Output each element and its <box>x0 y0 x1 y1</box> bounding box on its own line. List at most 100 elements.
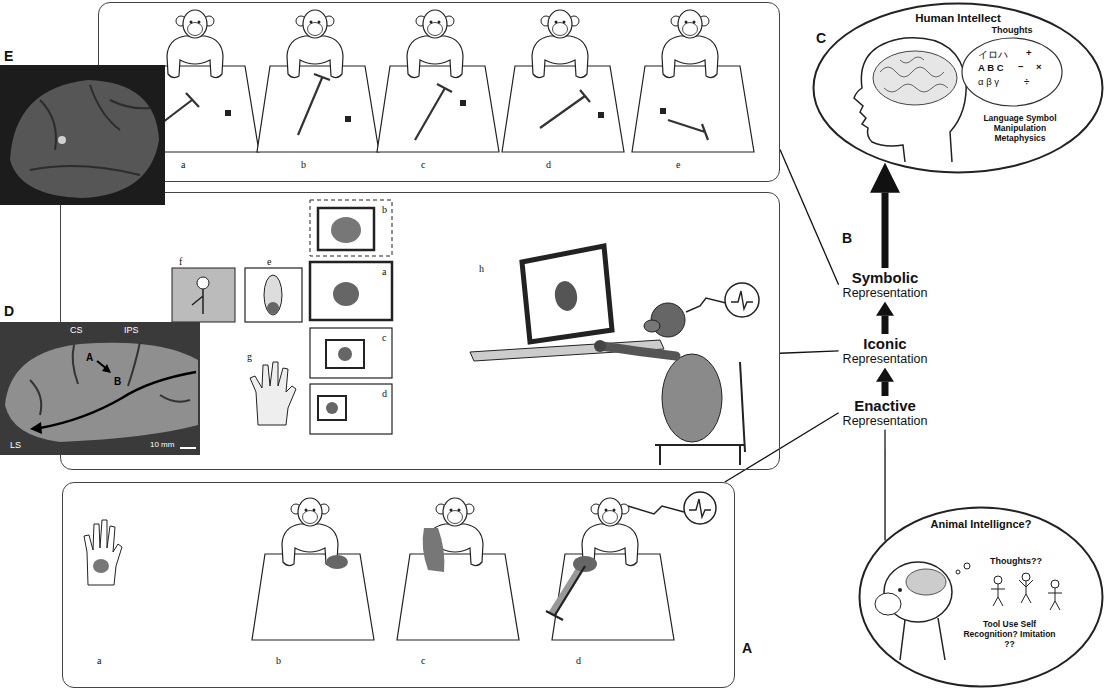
hand-image <box>333 282 359 306</box>
panel-letter: C <box>816 30 826 46</box>
panel-letter: b <box>301 159 306 171</box>
hand-image <box>331 217 361 243</box>
stick-figure <box>994 576 1002 584</box>
stick-figure <box>1051 580 1059 588</box>
level-text: Enactive <box>843 397 928 414</box>
monkey-figure <box>552 498 674 640</box>
thought-text: Thoughts?? <box>990 556 1042 566</box>
thought-cloud <box>962 38 1062 106</box>
video-frame <box>318 208 374 250</box>
electrode-icon <box>684 492 716 524</box>
intellect-ellipse: Human IntellectThoughtsイロハ+A B C−×α β γ÷… <box>812 2 1104 174</box>
panel-letter: D <box>4 303 14 319</box>
glove-symbol <box>250 362 296 425</box>
brain-sketch <box>873 51 957 105</box>
recording-wire <box>686 298 726 312</box>
level-text: Iconic <box>843 335 928 352</box>
monkey-arm <box>602 346 676 356</box>
monkey-body <box>662 354 722 442</box>
thought-text: Human Intellect <box>915 12 1001 25</box>
video-monitor <box>522 246 612 342</box>
monkey-figure <box>252 498 374 640</box>
panel-letter: h <box>479 263 484 275</box>
thought-text: + <box>1026 48 1032 59</box>
video-frame <box>310 328 392 378</box>
connector-line <box>884 430 885 541</box>
video-frame <box>326 340 364 368</box>
connector-line <box>725 413 839 482</box>
monkey-figure <box>397 498 519 640</box>
connector-line <box>780 150 839 285</box>
panel-letter: c <box>421 159 425 171</box>
thought-text: イロハ <box>978 50 1008 61</box>
brain-sketch <box>906 569 946 595</box>
receptive-field <box>552 566 582 614</box>
monkey-figure <box>257 10 379 152</box>
receptive-field <box>326 555 348 569</box>
level-text: Representation <box>843 414 928 428</box>
brain-sulcus <box>30 85 150 175</box>
panel-letter: a <box>181 159 185 171</box>
electrode-icon <box>725 283 759 317</box>
thought-text: ÷ <box>1024 77 1029 88</box>
brain-photo <box>0 322 200 455</box>
rake-tool <box>298 74 330 135</box>
panel-letter: E <box>4 48 13 64</box>
panel-box: abcd <box>62 482 735 688</box>
pathway-arrow <box>30 422 42 434</box>
monkey-head <box>651 303 685 337</box>
connector-line <box>780 351 839 353</box>
stick-figure <box>1048 588 1062 610</box>
video-frame <box>318 396 346 420</box>
scale-bar <box>180 447 196 449</box>
pathway-arrow <box>40 372 196 428</box>
level-text: Symbolic <box>843 269 928 286</box>
figure-head <box>197 277 209 289</box>
panel-letter: d <box>382 388 387 400</box>
monkey-figure <box>632 10 754 152</box>
receptive-field <box>573 556 597 572</box>
hand-image <box>338 347 352 361</box>
arm-image <box>264 275 282 315</box>
monkey-snout <box>875 593 901 615</box>
monkey-figure <box>377 10 499 152</box>
level-label: EnactiveRepresentation <box>839 396 932 430</box>
thought-text: A B C <box>978 63 1004 74</box>
panel-letter: e <box>676 159 680 171</box>
brain-photo <box>0 65 165 205</box>
panel-letter: c <box>421 655 425 667</box>
activation-spot <box>58 136 66 144</box>
ellipse-outline <box>812 2 1104 174</box>
video-frame <box>310 200 392 256</box>
thought-text: × <box>1036 62 1042 73</box>
food-item <box>460 100 466 106</box>
stick-figure <box>1022 573 1030 581</box>
monkey-face <box>644 320 660 332</box>
pointer-arrow <box>102 364 111 373</box>
recording-wire <box>628 506 684 514</box>
rake-tool <box>540 90 590 128</box>
food-item <box>660 108 666 114</box>
thought-dot <box>964 563 970 569</box>
panel-letter: B <box>842 230 852 246</box>
panel-letter: A <box>742 640 752 656</box>
stick-figure <box>991 584 1005 606</box>
panel-box: a b c d e <box>98 2 780 182</box>
panel-letter: b <box>382 204 387 216</box>
panel-letter: d <box>546 159 551 171</box>
panel-letter: e <box>267 256 271 268</box>
receptive-field <box>93 559 109 573</box>
thought-text: α β γ <box>978 77 999 88</box>
stick-figure <box>1019 580 1033 603</box>
receptive-field <box>423 528 445 572</box>
monkey-eye <box>898 588 902 592</box>
video-frame <box>245 268 302 322</box>
thought-text: Thoughts <box>992 25 1033 35</box>
rake-tool <box>415 84 452 140</box>
hand-symbol <box>84 520 122 585</box>
monkey-hand <box>594 340 606 352</box>
panel-letter: g <box>247 351 252 363</box>
thought-text: Animal Intellignce? <box>931 518 1032 531</box>
food-item <box>598 112 604 118</box>
